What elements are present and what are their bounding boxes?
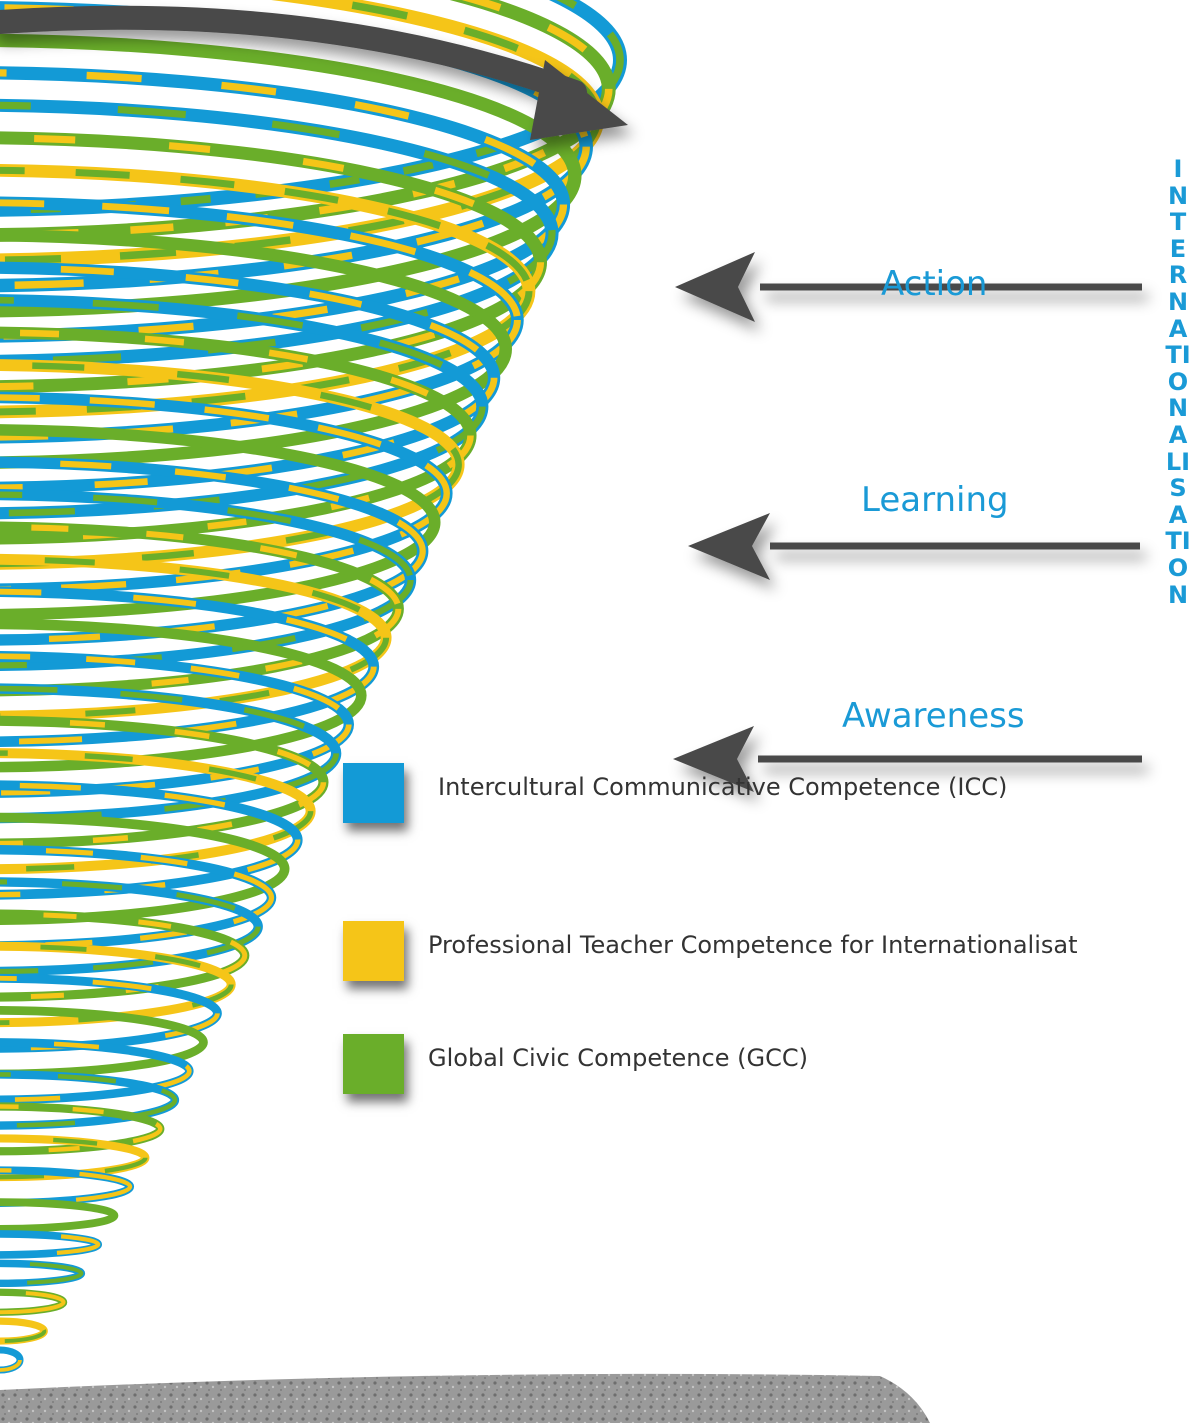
tornado-ring-streak — [0, 1319, 47, 1344]
arrow-action — [675, 252, 1142, 322]
tornado-ring-streak — [0, 1008, 206, 1077]
tornado-ring-streak — [0, 1348, 22, 1372]
tornado-ring-streak — [0, 101, 556, 365]
tornado-ring-streak — [0, 329, 474, 542]
legend-text-ptci: Professional Teacher Competence for Inte… — [428, 931, 1078, 959]
level-label-awareness: Awareness — [842, 696, 1025, 736]
tornado-ring-streak — [0, 199, 521, 441]
tornado-ring-streak — [0, 1290, 66, 1315]
tornado-ring-streak — [0, 1040, 192, 1103]
tornado-ring-streak — [0, 847, 275, 949]
tornado-ring-streak — [0, 1231, 101, 1257]
rotation-arrow — [0, 5, 628, 140]
tornado-ring-streak — [0, 296, 486, 517]
legend-text-icc: Intercultural Communicative Competence (… — [438, 773, 1008, 801]
tornado-ring-streak — [0, 621, 365, 771]
tornado-ring-streak — [0, 911, 248, 1000]
tornado-ring — [0, 973, 222, 1053]
internationalisation-vertical-label: INTERNATIONALISATION — [1165, 155, 1191, 609]
tornado-ring-streak — [0, 879, 261, 974]
tornado-ring-streak — [0, 69, 567, 340]
tornado-ring-streak — [0, 782, 301, 898]
level-label-learning: Learning — [861, 480, 1009, 520]
tornado-ring-streak — [0, 166, 533, 416]
tornado-ring-streak — [0, 231, 510, 466]
tornado-ring-streak — [0, 1261, 84, 1286]
tornado-ring-streak — [0, 459, 426, 644]
tornado-ring-streak — [0, 491, 414, 669]
legend-swatch-ptci — [343, 921, 404, 981]
tornado-ring-streak — [0, 4, 590, 290]
tornado-rings — [0, 0, 627, 1374]
level-label-action: Action — [881, 264, 988, 304]
tornado-ring-streak — [0, 0, 624, 214]
tornado-ring-streak — [0, 1104, 163, 1154]
legend-text-gcc: Global Civic Competence (GCC) — [428, 1044, 808, 1072]
tornado-ring-streak — [0, 556, 389, 720]
arrow-learning — [688, 513, 1140, 580]
tornado-ring-streak — [0, 0, 613, 239]
gravel-ground — [0, 1373, 930, 1423]
tornado-ring-streak — [0, 1168, 133, 1206]
tornado-ring-streak — [0, 814, 288, 923]
tornado-ring-streak — [0, 653, 352, 796]
tornado-ring-streak — [0, 394, 450, 593]
tornado-ring-streak — [0, 685, 339, 821]
legend-swatch-gcc — [343, 1034, 404, 1094]
legend-swatch-icc — [343, 763, 404, 823]
tornado-ring-streak — [0, 36, 579, 315]
tornado-ring-streak — [0, 718, 327, 847]
tornado-ring-streak — [0, 426, 438, 618]
tornado-ring-streak — [0, 1072, 178, 1128]
arrow-awareness — [673, 726, 1142, 792]
tornado-ring-streak — [0, 943, 234, 1026]
tornado-ring-streak — [0, 1200, 117, 1232]
tornado-ring-streak — [0, 361, 462, 568]
tornado-ring-streak — [0, 264, 498, 492]
tornado-ring-streak — [0, 523, 402, 694]
tornado-ring-streak — [0, 588, 377, 745]
tornado-ring-streak — [0, 1136, 148, 1180]
tornado-ring-streak — [0, 750, 314, 872]
tornado-ring-streak — [0, 134, 544, 391]
